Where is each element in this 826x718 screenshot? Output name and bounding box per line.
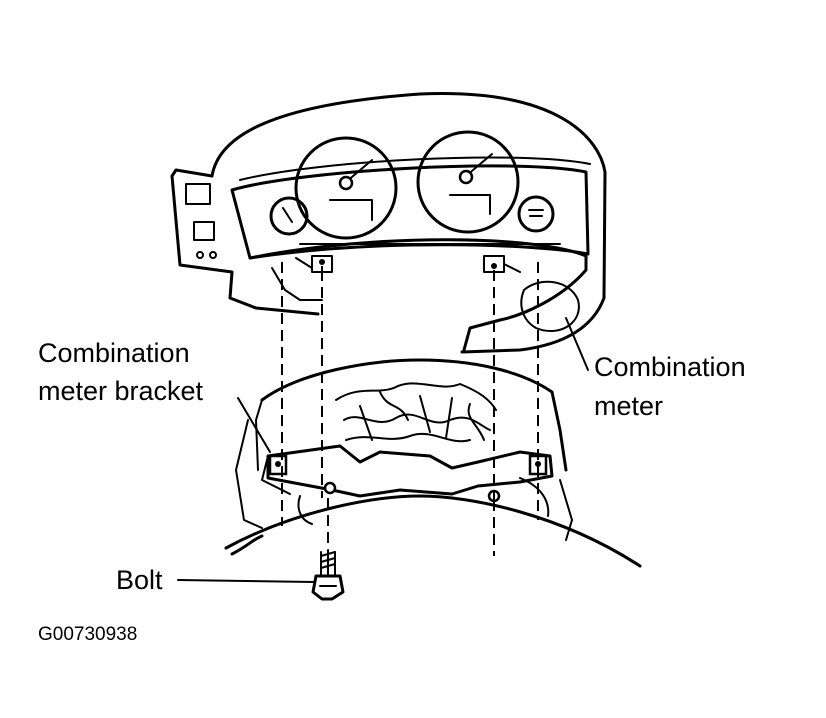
combination-meter-label-line-1: Combination: [594, 352, 746, 382]
combination-meter-label-line-2: meter: [594, 391, 664, 421]
combination-meter-bracket-label-line-1: Combination: [38, 338, 190, 368]
combination-meter-bracket-label-line-2: meter bracket: [38, 376, 204, 406]
bracket-bar: [266, 444, 554, 498]
combination-meter-bracket: [235, 358, 573, 541]
figure-code: G00730938: [38, 624, 138, 645]
assembly-guide-lines: [281, 262, 539, 556]
dash-opening: [260, 358, 568, 472]
leader-bracket: [237, 397, 271, 453]
switch-lower: [193, 221, 215, 241]
meter-side-pod: [170, 168, 320, 316]
meter-bezel: [230, 164, 590, 260]
steering-wheel-arc: [224, 494, 642, 568]
meter-hood: [210, 92, 607, 354]
bolt: [311, 549, 345, 601]
speedometer-gauge: [416, 130, 520, 234]
switch-upper: [185, 183, 211, 205]
bolt-label: Bolt: [116, 565, 163, 595]
leader-bolt: [177, 579, 315, 583]
meter-lower-housing: [248, 238, 588, 352]
combination-meter: [170, 92, 607, 354]
tachometer-gauge: [294, 136, 398, 240]
leader-meter: [565, 317, 589, 371]
temp-gauge: [517, 195, 555, 233]
fuel-gauge: [269, 196, 309, 236]
